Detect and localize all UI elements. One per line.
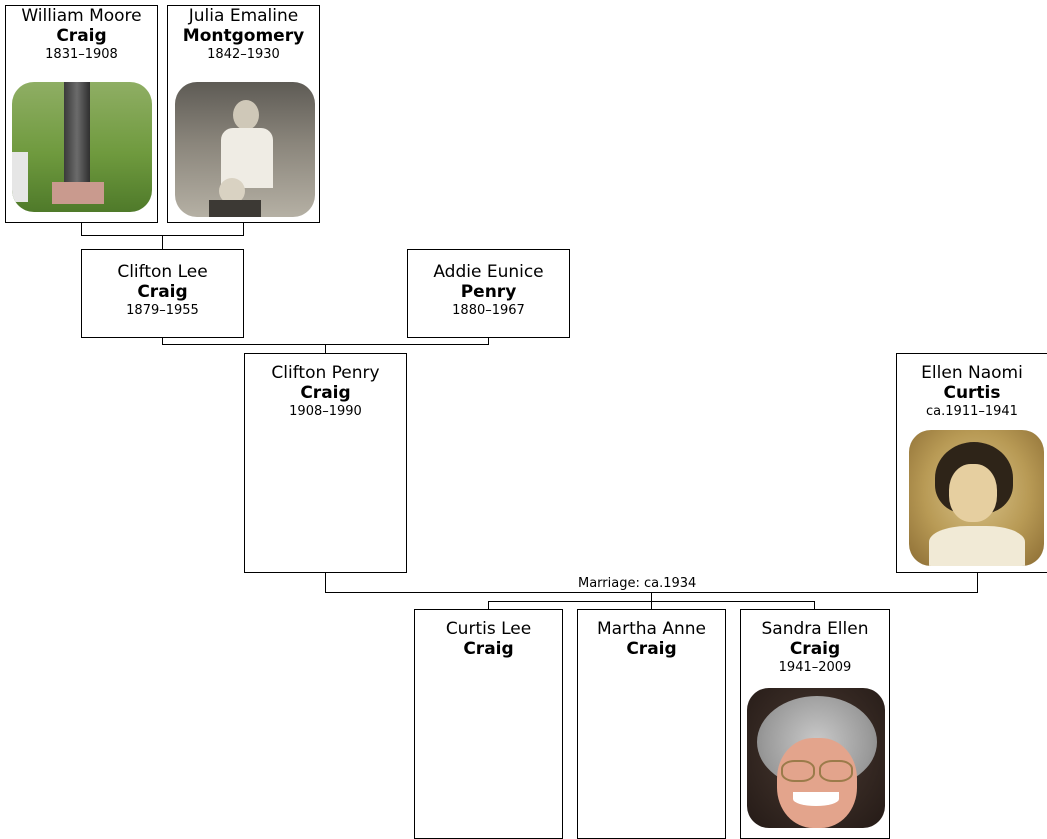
surname: Craig <box>463 639 514 659</box>
parents-connector <box>243 223 244 235</box>
given-name: Martha Anne <box>597 619 706 639</box>
person-card-addie-eunice-penry[interactable]: Addie Eunice Penry 1880–1967 <box>407 249 570 338</box>
person-card-clifton-penry-craig[interactable]: Clifton Penry Craig 1908–1990 <box>244 353 407 573</box>
children-connector <box>488 601 489 609</box>
given-name: Curtis Lee <box>445 619 532 639</box>
life-dates: 1842–1930 <box>207 47 280 62</box>
given-name: Sandra Ellen <box>761 619 869 639</box>
surname: Craig <box>137 282 188 302</box>
surname: Penry <box>460 282 517 302</box>
life-dates: 1879–1955 <box>126 303 199 318</box>
parents-connector <box>488 338 489 345</box>
person-card-ellen-naomi-curtis[interactable]: Ellen Naomi Curtis ca.1911–1941 <box>896 353 1047 573</box>
portrait-photo[interactable] <box>909 430 1044 566</box>
surname: Montgomery <box>182 26 305 46</box>
person-card-julia-emaline-montgomery[interactable]: Julia Emaline Montgomery 1842–1930 <box>167 5 320 223</box>
given-name: Addie Eunice <box>433 262 544 282</box>
portrait-photo[interactable] <box>747 688 885 828</box>
life-dates: 1941–2009 <box>778 660 852 675</box>
person-card-martha-anne-craig[interactable]: Martha Anne Craig <box>577 609 726 839</box>
marriage-connector <box>977 573 978 593</box>
person-card-curtis-lee-craig[interactable]: Curtis Lee Craig <box>414 609 563 839</box>
parents-connector <box>81 223 82 235</box>
life-dates: 1831–1908 <box>45 47 118 62</box>
children-connector <box>651 601 652 609</box>
given-name: Clifton Lee <box>117 262 208 282</box>
portrait-photo[interactable] <box>175 82 315 217</box>
life-dates: 1880–1967 <box>452 303 525 318</box>
surname: Craig <box>56 26 107 46</box>
person-card-sandra-ellen-craig[interactable]: Sandra Ellen Craig 1941–2009 <box>740 609 890 839</box>
marriage-connector <box>325 573 326 593</box>
child-connector <box>162 235 163 249</box>
life-dates: ca.1911–1941 <box>926 404 1018 419</box>
surname: Craig <box>300 383 351 403</box>
surname: Craig <box>789 639 841 659</box>
given-name: Julia Emaline <box>188 6 299 26</box>
child-connector <box>325 344 326 353</box>
given-name: Ellen Naomi <box>921 363 1023 383</box>
person-card-william-moore-craig[interactable]: William Moore Craig 1831–1908 <box>5 5 158 223</box>
parents-connector <box>162 338 163 345</box>
surname: Curtis <box>943 383 1001 403</box>
life-dates: 1908–1990 <box>289 404 362 419</box>
surname: Craig <box>626 639 677 659</box>
children-connector <box>651 592 652 602</box>
gravestone-photo[interactable] <box>12 82 152 212</box>
given-name: William Moore <box>21 6 142 26</box>
given-name: Clifton Penry <box>271 363 380 383</box>
marriage-label: Marriage: ca.1934 <box>578 576 697 591</box>
children-connector <box>814 601 815 609</box>
person-card-clifton-lee-craig[interactable]: Clifton Lee Craig 1879–1955 <box>81 249 244 338</box>
